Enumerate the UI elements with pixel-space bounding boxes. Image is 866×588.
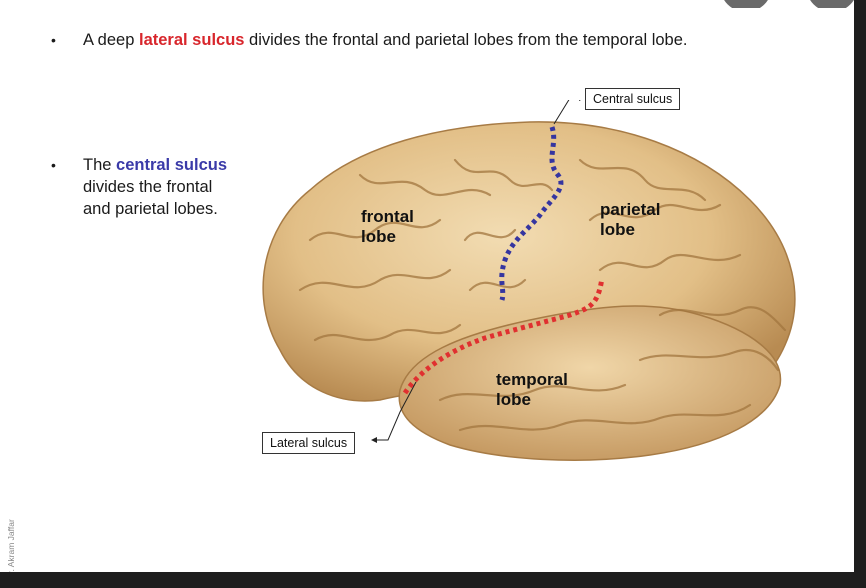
- bullet-text: divides the frontal: [83, 176, 227, 198]
- brain-illustration: [240, 100, 820, 480]
- lobe-label-line: lobe: [361, 227, 414, 247]
- slide: • A deep lateral sulcus divides the fron…: [0, 0, 854, 572]
- parietal-lobe-label: parietal lobe: [600, 200, 660, 240]
- lobe-label-line: parietal: [600, 200, 660, 220]
- bottom-bar: [0, 572, 866, 588]
- central-sulcus-callout: Central sulcus: [585, 88, 680, 110]
- author-watermark: Dr. Akram Jaffar: [6, 500, 22, 572]
- circle-icon: [720, 0, 772, 8]
- bullet-lateral-sulcus: • A deep lateral sulcus divides the fron…: [83, 29, 687, 51]
- lobe-label-line: frontal: [361, 207, 414, 227]
- lobe-label-line: lobe: [496, 390, 568, 410]
- central-sulcus-term: central sulcus: [116, 156, 227, 174]
- bullet-central-sulcus: • The central sulcus divides the frontal…: [83, 154, 227, 220]
- central-sulcus-pointer: [554, 100, 580, 124]
- temporal-lobe-label: temporal lobe: [496, 370, 568, 410]
- lateral-sulcus-term: lateral sulcus: [139, 31, 244, 49]
- bullet-text: A deep: [83, 31, 139, 49]
- frontal-lobe-label: frontal lobe: [361, 207, 414, 247]
- bullet-dot: •: [51, 154, 56, 176]
- bullet-text: and parietal lobes.: [83, 198, 227, 220]
- cut-off-header: [0, 0, 854, 8]
- bullet-text: The: [83, 156, 116, 174]
- lobe-label-line: temporal: [496, 370, 568, 390]
- bullet-dot: •: [51, 29, 56, 51]
- arrowhead-icon: [371, 437, 377, 443]
- lobe-label-line: lobe: [600, 220, 660, 240]
- lateral-sulcus-callout: Lateral sulcus: [262, 432, 355, 454]
- circle-icon: [806, 0, 854, 8]
- bullet-text: divides the frontal and parietal lobes f…: [244, 31, 687, 49]
